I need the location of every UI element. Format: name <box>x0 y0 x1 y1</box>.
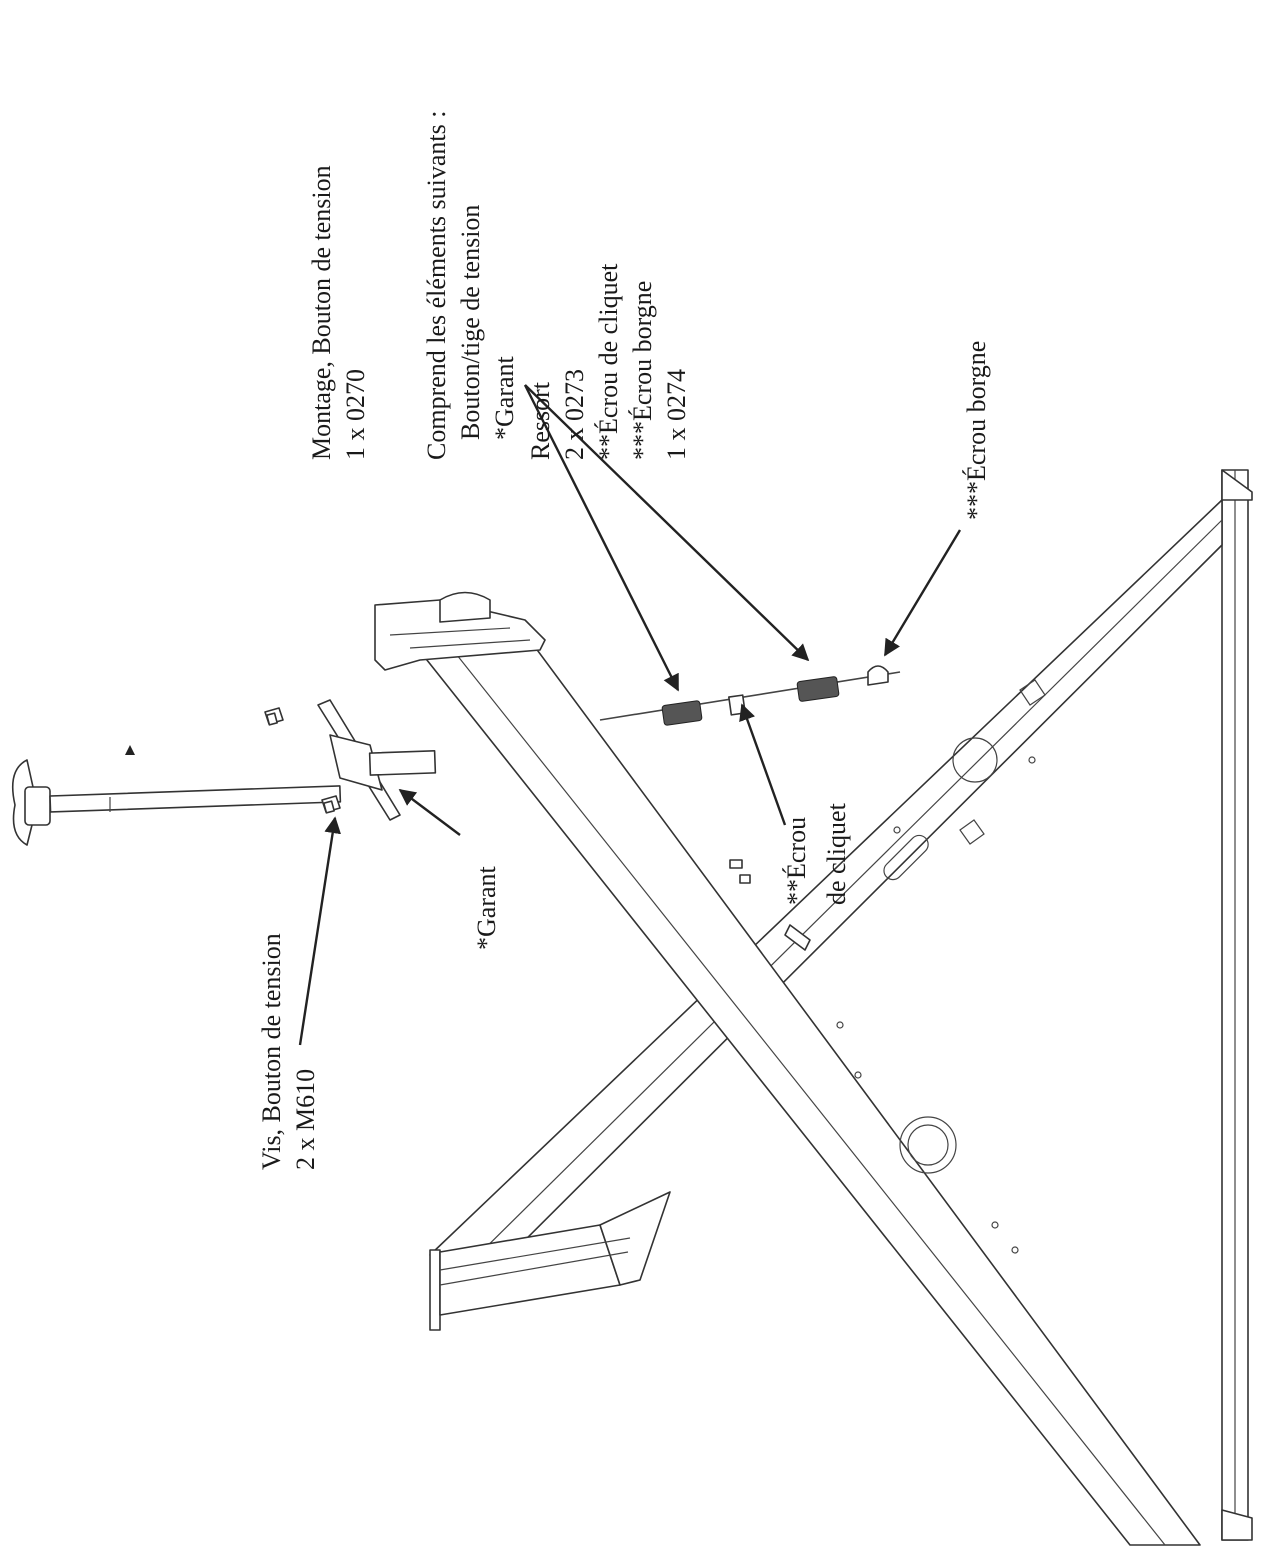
ecrou-cliquet-callout-2: de cliquet <box>822 802 851 905</box>
montage-qty: 1 x 0270 <box>341 369 370 460</box>
ressort-item: Ressort <box>526 381 555 460</box>
ecrou-cliquet-item: **Écrou de cliquet <box>594 263 623 460</box>
guard-plate <box>317 699 437 821</box>
ecrou-borgne-item: ***Écrou borgne <box>628 281 657 460</box>
tension-knob-screws <box>264 707 341 814</box>
comprend-heading: Comprend les éléments suivants : <box>422 110 451 460</box>
frame-side-rail <box>1221 469 1253 1541</box>
tension-knob-assembly <box>11 745 342 846</box>
label-comprend: Comprend les éléments suivants : Bouton/… <box>422 110 691 460</box>
garant-callout: *Garant <box>472 865 501 950</box>
ressort-qty: 2 x 0273 <box>560 369 589 460</box>
vis-qty: 2 x M610 <box>291 1069 320 1170</box>
ecrou-borgne-qty: 1 x 0274 <box>662 369 691 460</box>
label-ecrou-cliquet-callout: **Écrou de cliquet <box>782 802 851 905</box>
garant-item: *Garant <box>490 355 519 440</box>
bouton-tige-item: Bouton/tige de tension <box>456 205 485 440</box>
ratchet-rod-assembly <box>599 665 901 726</box>
callout-arrows <box>298 384 962 1046</box>
ecrou-cliquet-callout-1: **Écrou <box>782 817 811 905</box>
label-garant-callout: *Garant <box>472 865 501 950</box>
label-montage: Montage, Bouton de tension 1 x 0270 <box>307 165 370 460</box>
vis-title: Vis, Bouton de tension <box>257 933 286 1170</box>
label-vis: Vis, Bouton de tension 2 x M610 <box>257 933 320 1170</box>
ecrou-borgne-callout: ***Écrou borgne <box>962 341 991 520</box>
arm-end-cap <box>374 591 546 671</box>
label-ecrou-borgne-callout: ***Écrou borgne <box>962 341 991 520</box>
frame-main-arm <box>414 619 1201 1546</box>
frame-foot-left <box>429 1191 671 1331</box>
montage-title: Montage, Bouton de tension <box>307 165 336 460</box>
